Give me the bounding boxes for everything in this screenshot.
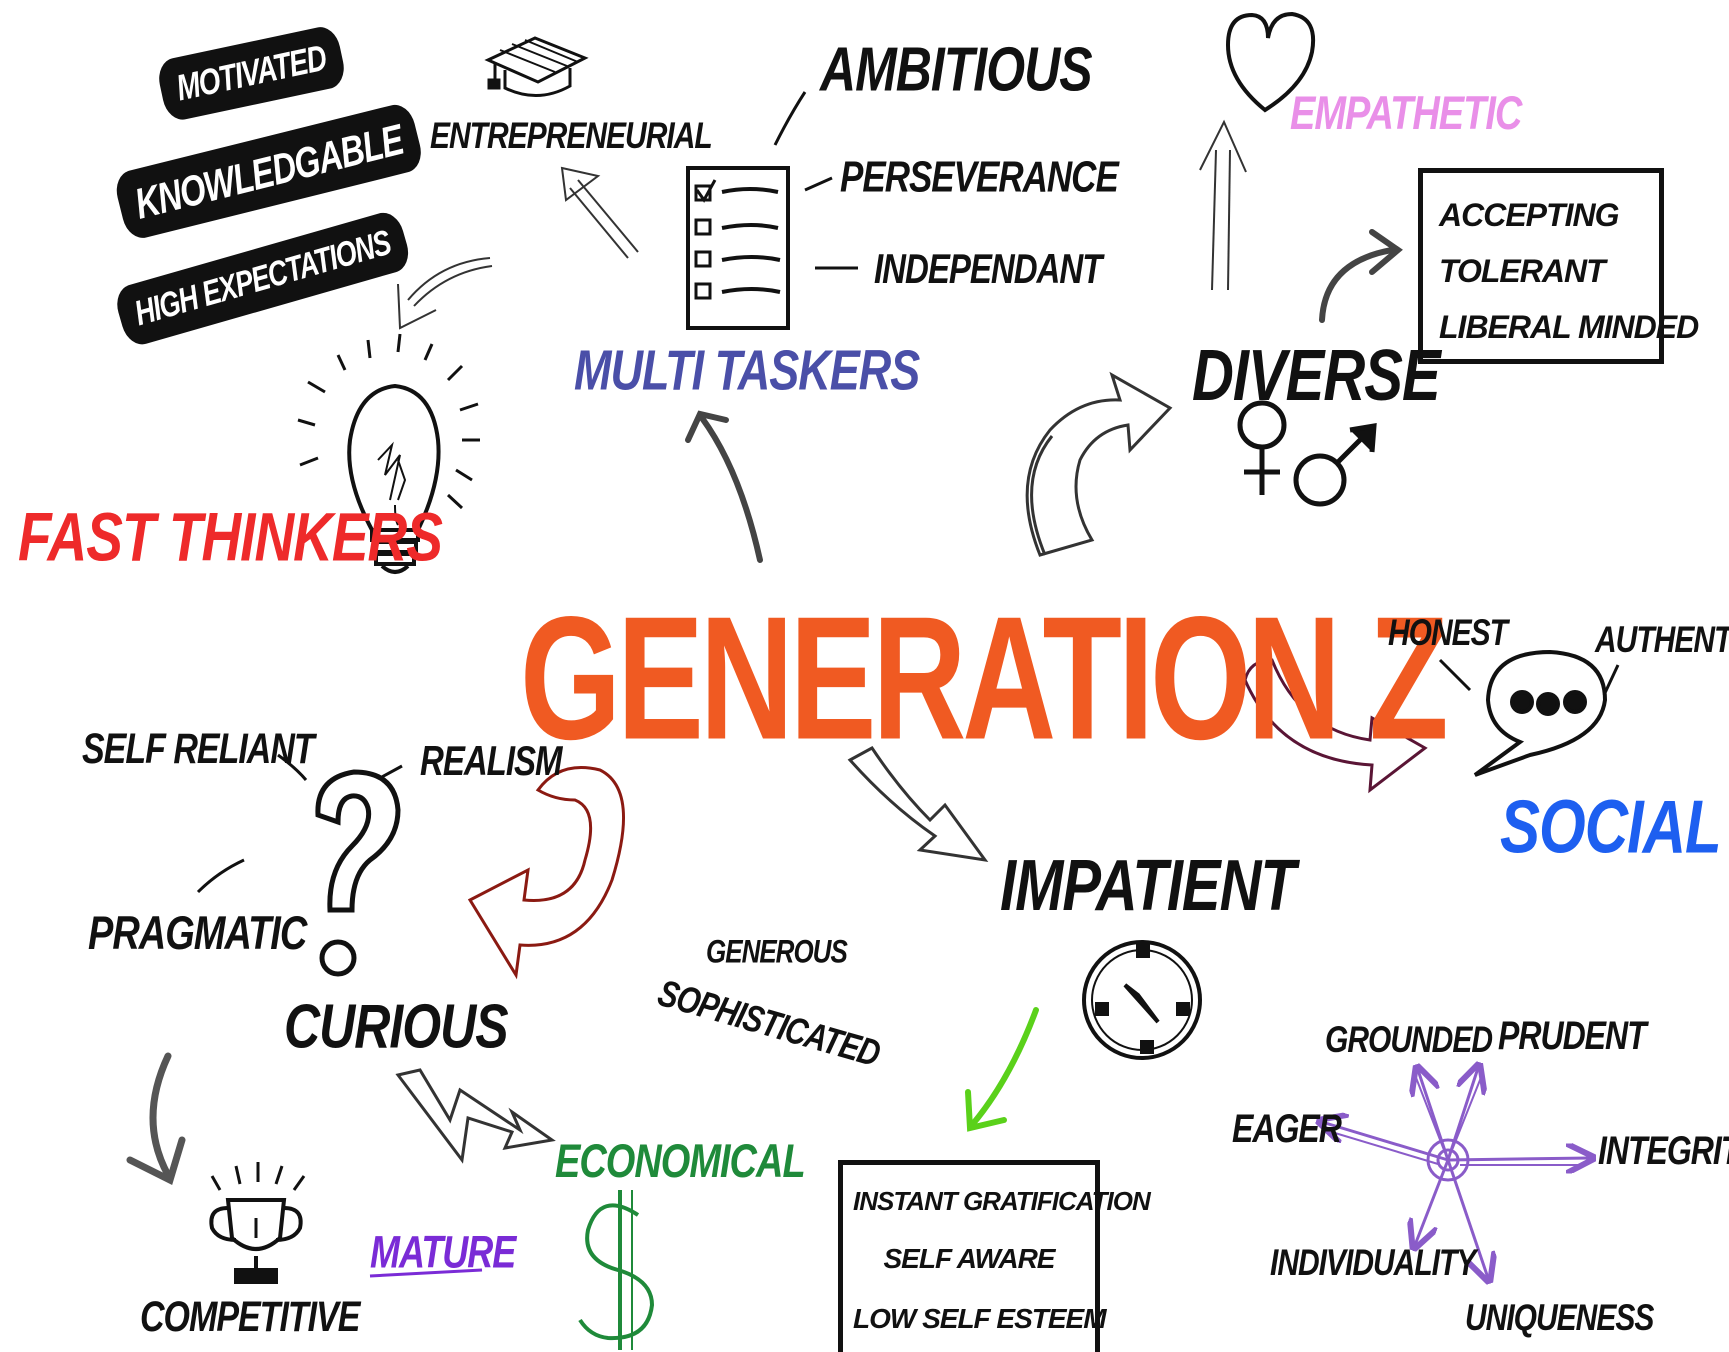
gratification-arrow [965,1007,1039,1132]
box-item-liberal-minded: LIBERAL MINDED [1439,309,1699,345]
page-title: GENERATION Z [520,579,1449,777]
label-entrepreneurial: ENTREPRENEURIAL [430,115,713,157]
empathetic-arrow [1199,119,1247,291]
ambitious-connectors [773,91,858,270]
label-self-reliant: SELF RELIANT [82,725,315,773]
label-individuality: INDIVIDUALITY [1270,1242,1476,1284]
mature-underline [369,1268,483,1278]
male-symbol-icon [1293,423,1377,507]
multi-taskers-arrow [685,410,763,563]
diverse-box: ACCEPTING TOLERANT LIBERAL MINDED [1418,168,1699,364]
box-item-tolerant: TOLERANT [1439,253,1606,289]
star-burst-icon [1322,1068,1590,1278]
label-prudent: PRUDENT [1498,1012,1647,1058]
trophy-icon [209,1162,306,1284]
label-uniqueness: UNIQUENESS [1465,1297,1654,1339]
label-empathetic: EMPATHETIC [1290,87,1522,140]
economical-arrow [395,1068,556,1164]
impatient-box: INSTANT GRATIFICATION SELF AWARE LOW SEL… [838,1160,1151,1352]
label-integrity: INTEGRITY [1598,1127,1729,1173]
impatient-arrow [847,746,989,863]
social-arrow [1243,658,1428,794]
label-social: SOCIAL [1500,785,1722,869]
social-connectors [1438,658,1620,696]
label-mature: MATURE [370,1226,516,1278]
accepting-arrow [1319,229,1403,323]
label-authentic: AUTHENTIC [1595,619,1729,661]
curious-connectors [196,753,403,894]
speech-bubble-icon [1473,649,1608,777]
graduation-cap-icon [484,36,589,98]
curious-arrow [467,766,626,980]
label-fast-thinkers: FAST THINKERS [18,498,443,576]
label-perseverance: PERSEVERANCE [840,152,1119,202]
label-pragmatic: PRAGMATIC [88,907,307,960]
label-generous: GENEROUS [706,932,848,970]
label-multi-taskers: MULTI TASKERS [574,338,920,402]
label-independant: INDEPENDANT [874,245,1102,292]
dollar-sign-icon [578,1190,655,1350]
label-ambitious: AMBITIOUS [820,34,1093,105]
box-item-low-self-esteem: LOW SELF ESTEEM [853,1303,1107,1334]
female-symbol-icon [1237,400,1287,495]
diverse-arrow [1025,371,1173,557]
label-curious: CURIOUS [284,991,509,1062]
box-item-self-aware: SELF AWARE [883,1243,1056,1274]
light-bulb-icon [297,333,480,574]
label-diverse: DIVERSE [1192,335,1441,417]
label-impatient: IMPATIENT [1000,845,1296,927]
checklist-icon [686,166,790,330]
entrepreneurial-arrow [560,166,639,259]
label-competitive: COMPETITIVE [140,1293,360,1341]
bulb-arrow [397,257,493,330]
box-item-accepting: ACCEPTING [1439,197,1619,233]
compass-icon [1082,940,1202,1060]
label-realism: REALISM [420,737,562,784]
box-item-instant-gratification: INSTANT GRATIFICATION [853,1186,1151,1216]
heart-icon [1225,11,1315,113]
label-honest: HONEST [1388,612,1508,654]
question-mark-icon [315,769,401,977]
label-economical: ECONOMICAL [555,1135,806,1188]
label-grounded: GROUNDED [1325,1019,1493,1061]
competitive-arrow [126,1052,186,1185]
label-eager: EAGER [1232,1105,1342,1151]
